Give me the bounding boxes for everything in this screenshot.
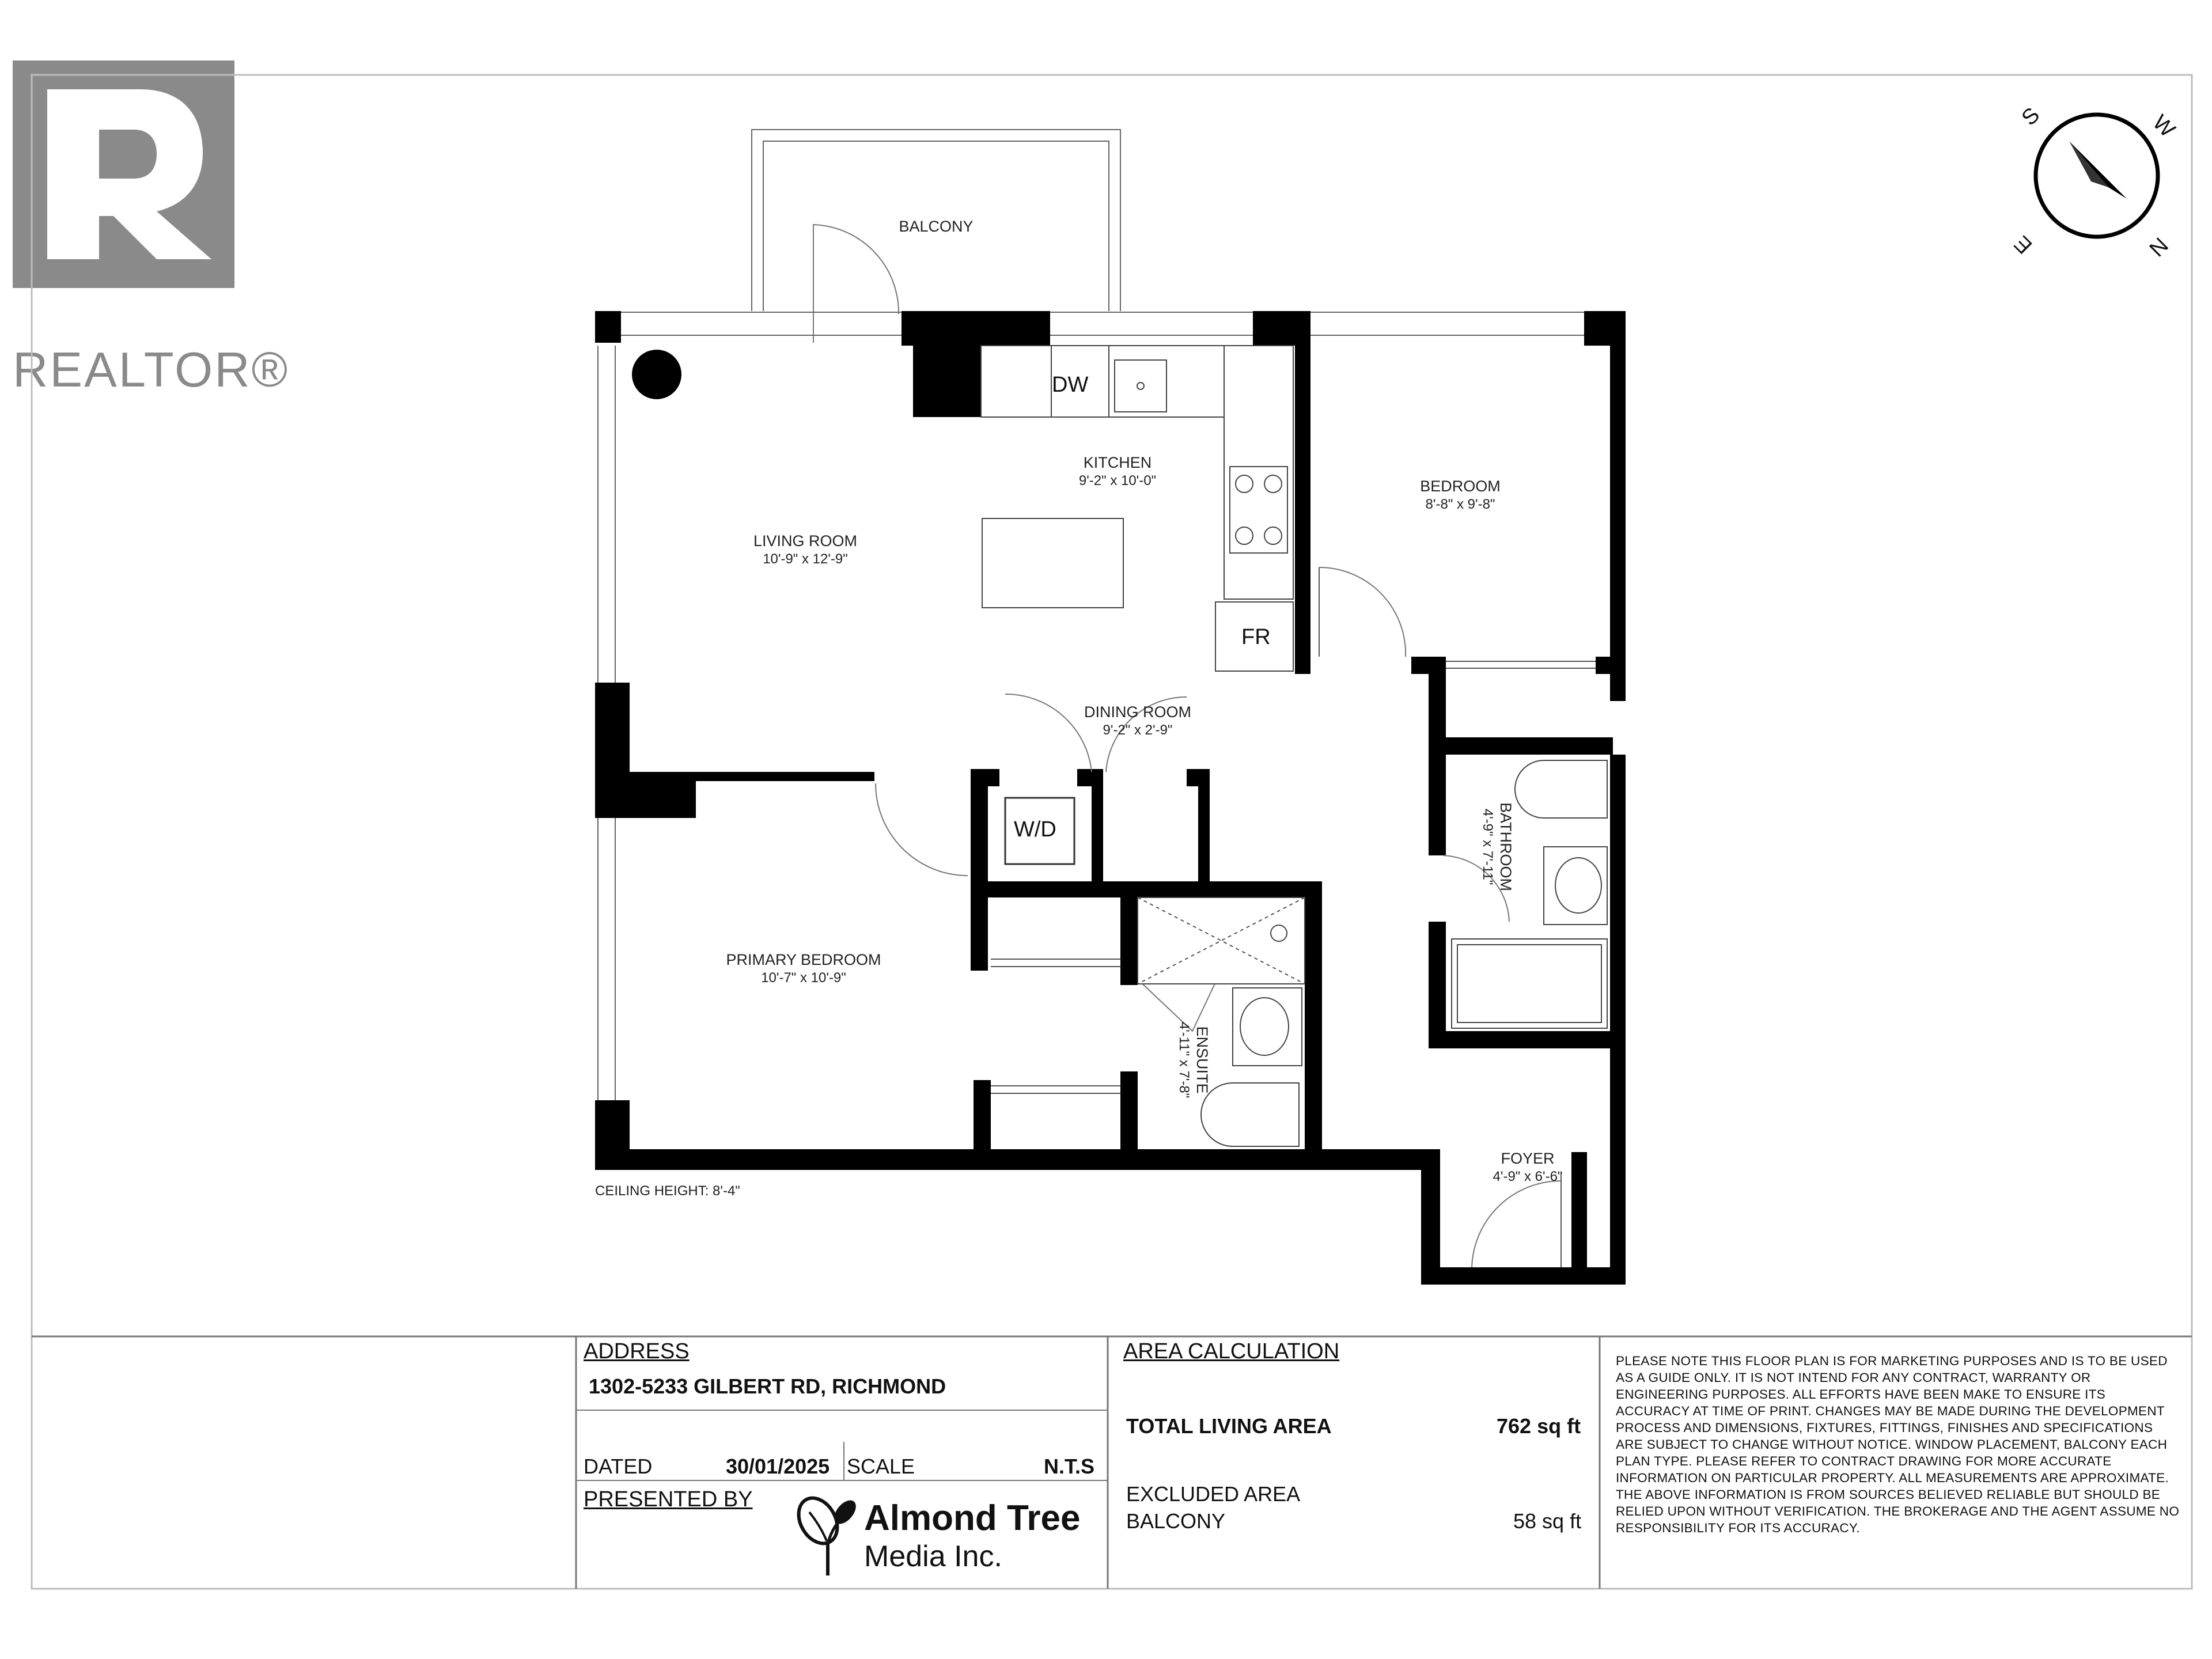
living-label: LIVING ROOM — [753, 532, 857, 550]
balcony-door-swing — [813, 224, 900, 343]
ensuite-dim: 4'-11" x 7'-8" — [1176, 1022, 1192, 1098]
foyer-label: FOYER — [1501, 1150, 1554, 1167]
scale-value: N.T.S — [1044, 1455, 1095, 1478]
kitchen-label: KITCHEN — [1084, 454, 1152, 471]
address-value: 1302-5233 GILBERT RD, RICHMOND — [589, 1374, 946, 1398]
dining-dim: 9'-2" x 2'-9" — [1103, 722, 1173, 738]
living-dim: 10'-9" x 12'-9" — [763, 551, 848, 567]
almond-leaf-icon — [797, 1496, 856, 1575]
ceiling-height: CEILING HEIGHT: 8'-4" — [595, 1183, 740, 1199]
excluded-area-label: EXCLUDED AREA — [1126, 1482, 1301, 1506]
disclaimer-text: PLEASE NOTE THIS FLOOR PLAN IS FOR MARKE… — [1616, 1354, 2180, 1535]
bedroom-dim: 8'-8" x 9'-8" — [1426, 497, 1495, 512]
compass-s: S — [2017, 103, 2045, 131]
balcony-label: BALCONY — [899, 218, 973, 235]
almond-tree-logo: Almond Tree Media Inc. — [792, 1492, 1103, 1578]
fr-label: FR — [1241, 625, 1271, 649]
column — [632, 350, 681, 399]
compass-e: E — [2010, 231, 2037, 259]
total-living-value: 762 sq ft — [1497, 1414, 1581, 1438]
ensuite-toilet — [1200, 1082, 1300, 1147]
compass-n: N — [2144, 233, 2172, 261]
area-calc-label: AREA CALCULATION — [1123, 1339, 1340, 1363]
foyer-dim: 4'-9" x 6'-6" — [1493, 1169, 1563, 1184]
bathroom-label: BATHROOM — [1497, 802, 1514, 891]
bathroom-toilet — [1514, 760, 1608, 819]
dated-label: DATED — [584, 1455, 653, 1478]
dining-label: DINING ROOM — [1084, 703, 1191, 721]
bathroom-dim: 4'-9" x 7'-11" — [1480, 809, 1495, 885]
primary-dim: 10'-7" x 10'-9" — [761, 970, 846, 986]
realtor-r-mark — [13, 60, 234, 288]
ensuite-fixtures — [1137, 897, 1305, 1147]
total-living-label: TOTAL LIVING AREA — [1126, 1414, 1332, 1438]
kitchen-island — [982, 518, 1124, 608]
address-label: ADDRESS — [584, 1339, 690, 1363]
washer-dryer — [1004, 797, 1075, 865]
ensuite-label: ENSUITE — [1194, 1026, 1211, 1093]
bathroom-fixtures — [1451, 760, 1608, 1029]
balcony-area-value: 58 sq ft — [1513, 1509, 1582, 1533]
compass-w: W — [2148, 111, 2180, 142]
info-grid — [575, 1336, 1601, 1589]
dw-label: DW — [1052, 373, 1088, 397]
primary-label: PRIMARY BEDROOM — [726, 951, 881, 968]
fridge — [1215, 601, 1294, 672]
presented-label: PRESENTED BY — [584, 1487, 753, 1512]
compass: S W E N — [2010, 103, 2180, 261]
kitchen-dim: 9'-2" x 10'-0" — [1079, 473, 1156, 488]
scale-label: SCALE — [847, 1455, 915, 1478]
door-swings — [875, 567, 1562, 1268]
kitchen-sink — [1114, 359, 1167, 412]
balcony — [751, 129, 1121, 343]
walls — [595, 311, 1626, 1285]
room-labels: BALCONY KITCHEN 9'-2" x 10'-0" LIVING RO… — [595, 218, 1562, 1199]
presenter-name-line1: Almond Tree — [864, 1498, 1081, 1538]
bedroom-label: BEDROOM — [1420, 478, 1501, 495]
dishwasher — [1051, 345, 1109, 418]
kitchen-fixtures — [632, 345, 1294, 672]
balcony-area-label: BALCONY — [1126, 1509, 1226, 1533]
compass-needle — [2069, 141, 2127, 199]
wd-label: W/D — [1014, 817, 1056, 842]
page-frame — [31, 74, 2193, 1590]
dated-value: 30/01/2025 — [726, 1455, 830, 1478]
realtor-logo: REALTOR® — [13, 60, 287, 395]
realtor-wordmark: REALTOR® — [13, 343, 290, 397]
presenter-name-line2: Media Inc. — [864, 1540, 1002, 1573]
